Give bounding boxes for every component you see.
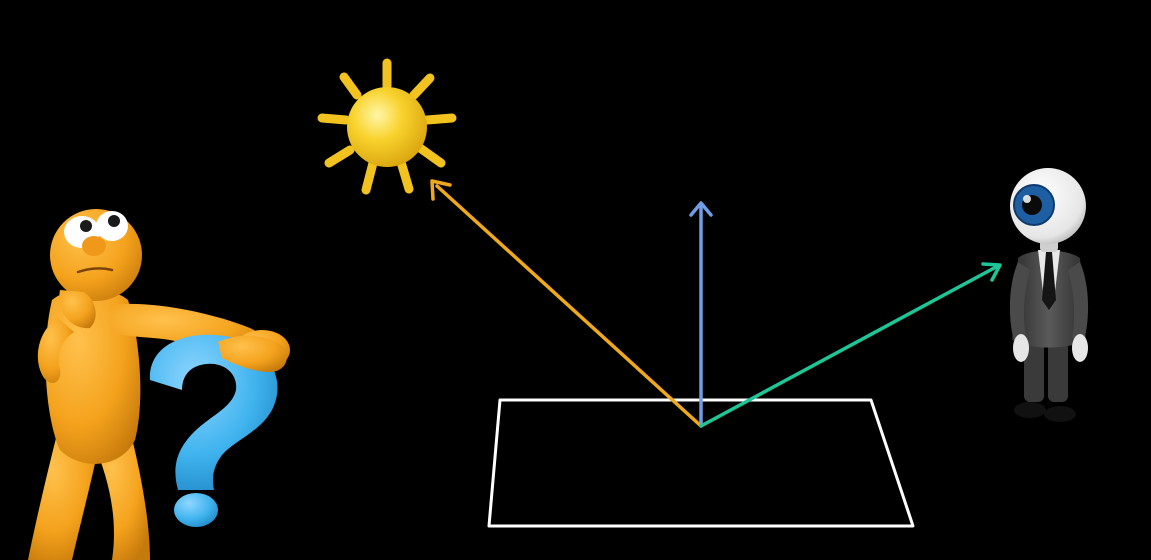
thinker-figure: [28, 209, 290, 560]
question-mark-icon: [149, 334, 278, 527]
surface-normal-vector: [689, 201, 713, 428]
sun-disc: [347, 87, 427, 167]
light-direction-vector: [430, 179, 703, 428]
left-shoe: [1014, 402, 1046, 418]
thinker-legs: [28, 430, 100, 560]
eyeball-person: [1009, 168, 1089, 422]
tie: [1042, 252, 1056, 310]
right-shoe: [1044, 406, 1076, 422]
sun-rays: [317, 58, 457, 195]
sun-icon: [317, 58, 457, 195]
view-direction-vector: [699, 262, 1002, 428]
